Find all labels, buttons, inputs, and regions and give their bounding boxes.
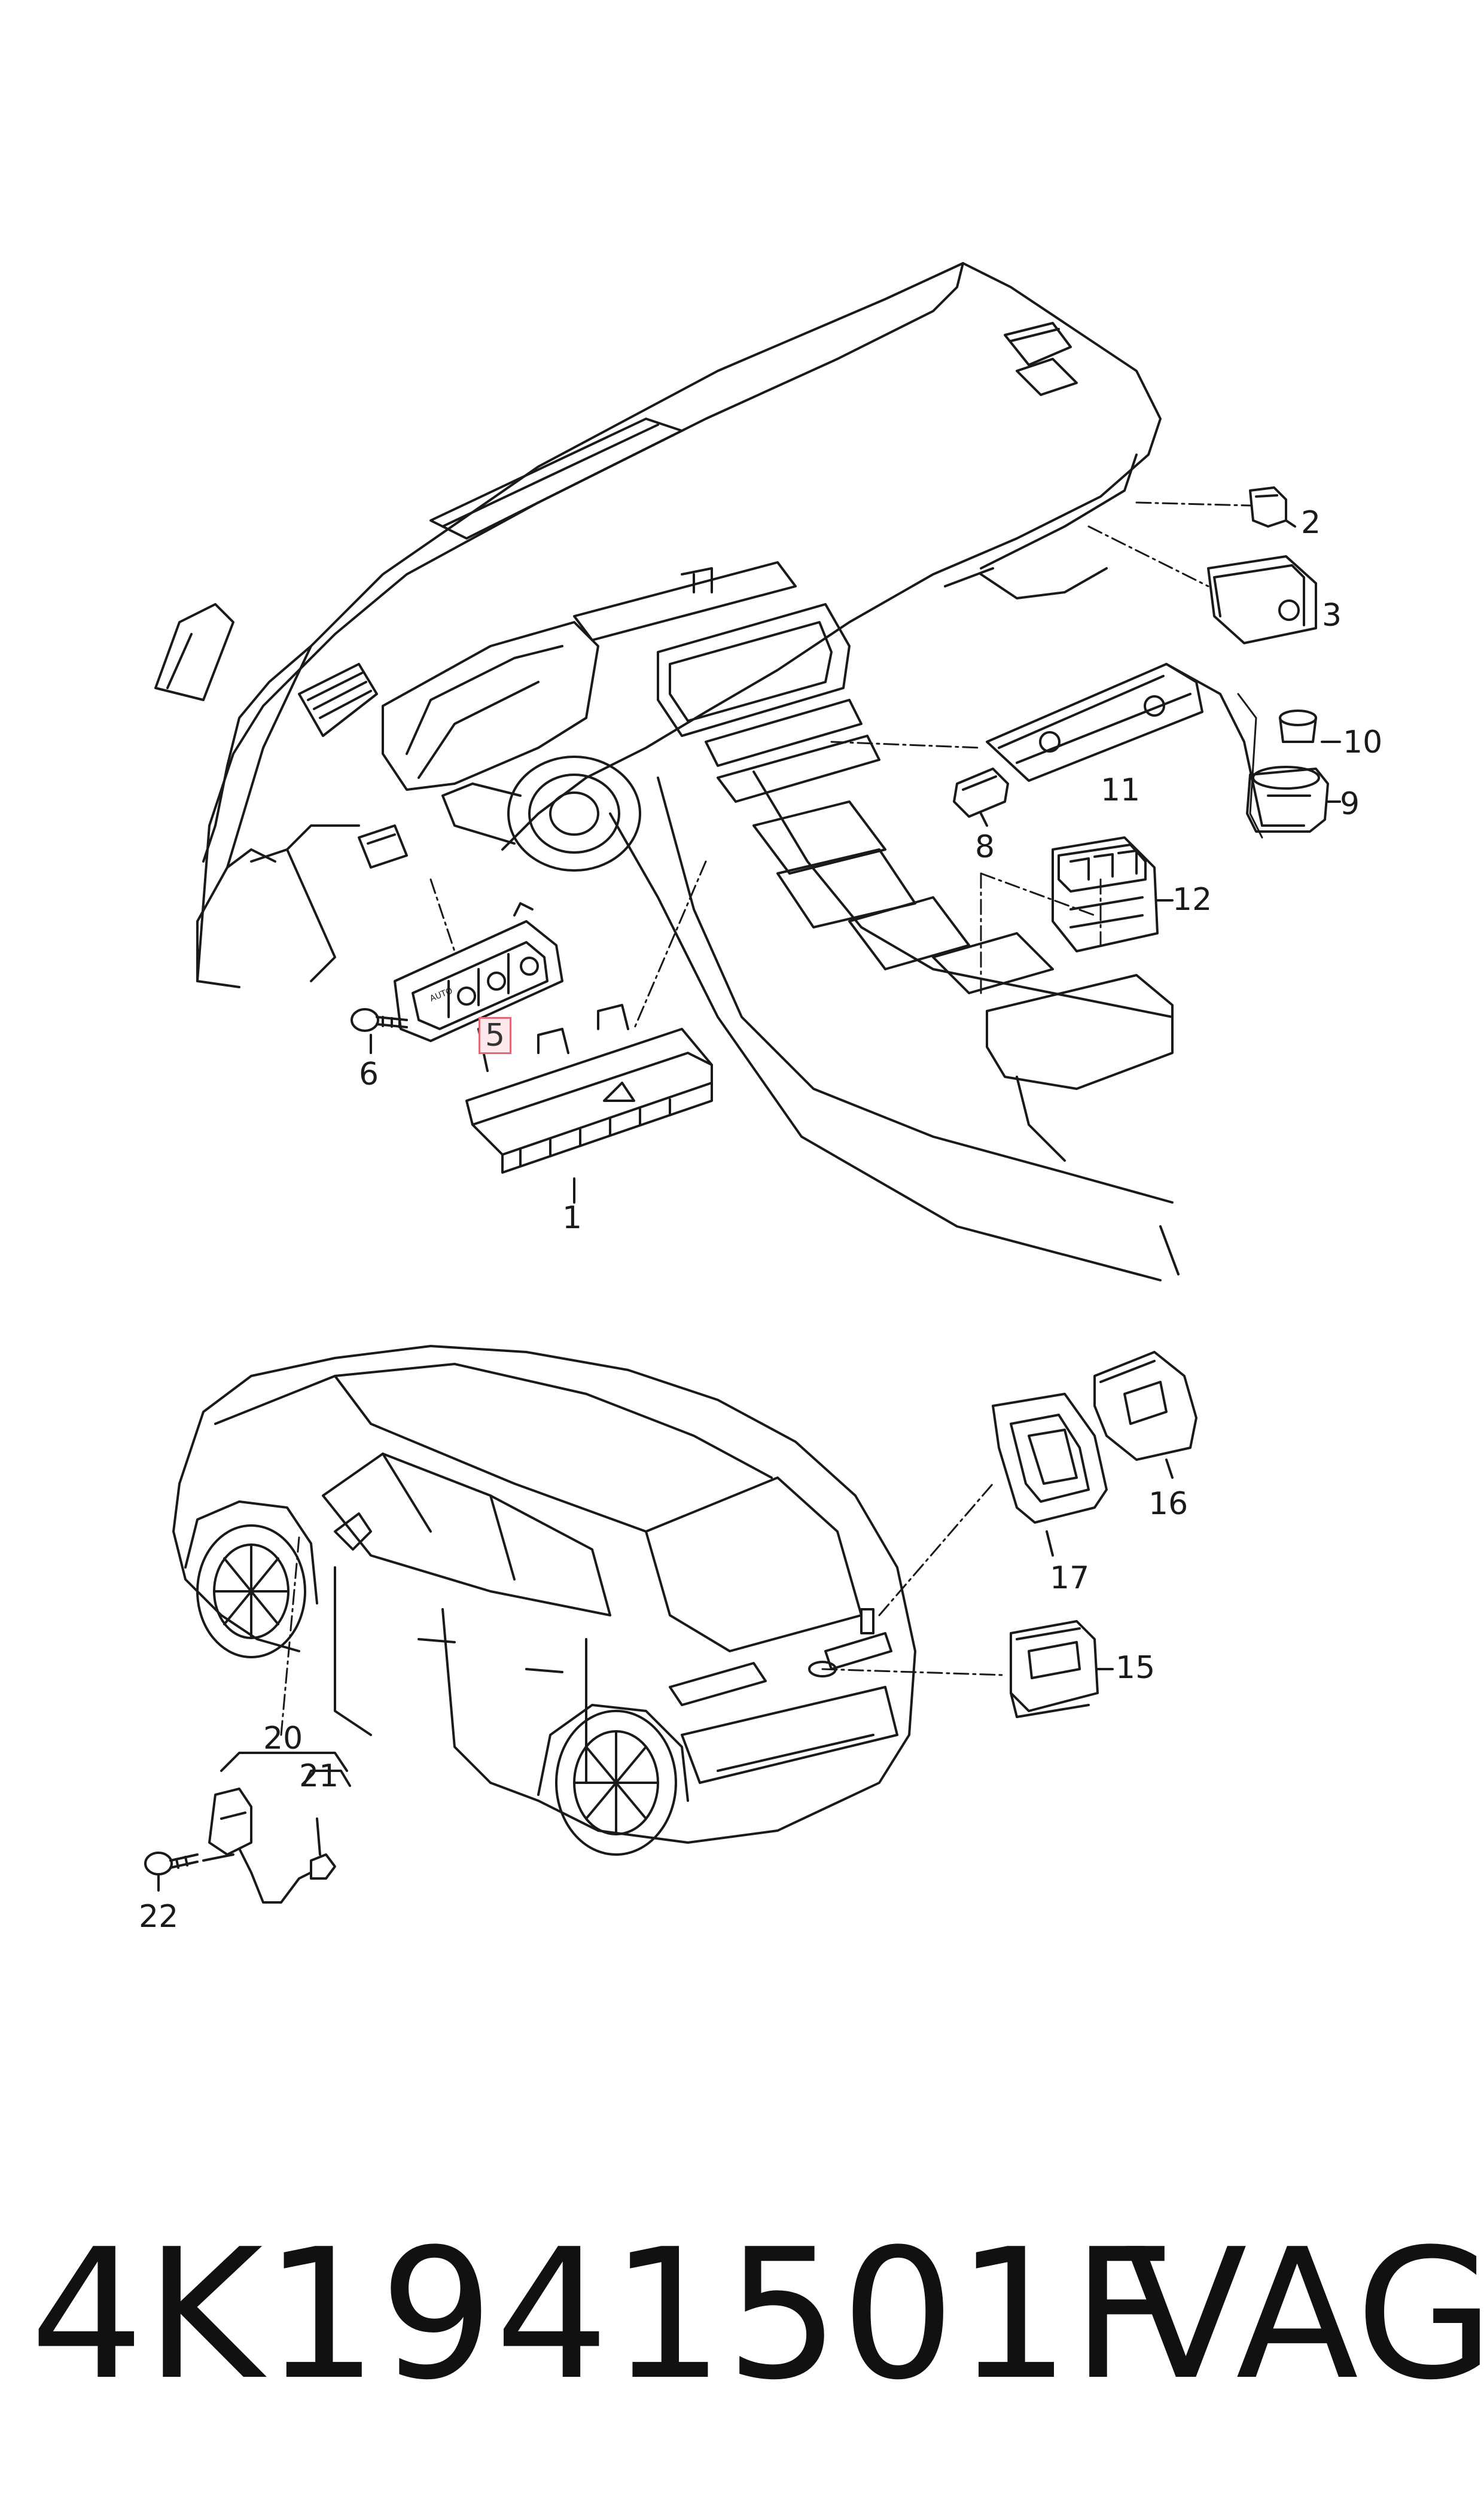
dashboard-leader-lines [429, 501, 1251, 1030]
brand-name: VAG [1125, 2211, 1484, 2419]
callout-15: 15 [1116, 1650, 1156, 1686]
callout-9: 9 [1340, 786, 1360, 822]
part-8-switch [953, 768, 1009, 827]
callout-1: 1 [562, 1200, 583, 1236]
part-21-camera-harness [208, 1788, 336, 1904]
part-9-rotary-switch [1246, 766, 1341, 833]
callout-20: 20 [263, 1721, 303, 1756]
callout-5: 5 [479, 1017, 512, 1054]
part-6-screw [351, 1008, 408, 1054]
callout-11: 11 [1101, 772, 1141, 808]
part-15-switch [1010, 1620, 1114, 1718]
part-3-switch [1207, 555, 1317, 644]
part-16-switch [1093, 1351, 1197, 1479]
part-22-screw [144, 1852, 234, 1892]
callout-2: 2 [1301, 505, 1321, 541]
callout-16: 16 [1148, 1486, 1189, 1522]
part-11-trim-panel [986, 663, 1263, 827]
part-17-tailgate-handle [992, 1393, 1108, 1557]
callout-6: 6 [359, 1056, 379, 1092]
part-12-switch-block [1052, 836, 1174, 952]
callout-17: 17 [1050, 1560, 1090, 1596]
car-leader-lines [280, 1482, 1006, 1736]
car-illustration [172, 1345, 916, 1856]
part-2-clip [1249, 486, 1296, 528]
part-number: 4K1941501F [30, 2211, 1177, 2419]
part-11-bracket [1237, 693, 1263, 839]
callout-10: 10 [1343, 724, 1383, 760]
callout-12: 12 [1172, 882, 1212, 918]
callout-3: 3 [1322, 598, 1342, 634]
callout-22: 22 [139, 1899, 179, 1935]
part-1-switch-panel [465, 1004, 713, 1204]
callout-21: 21 [299, 1758, 339, 1794]
callout-8: 8 [975, 829, 995, 865]
dashboard-illustration [154, 262, 1180, 1281]
part-20-21-bracket [220, 1752, 351, 1787]
part-10-knob [1279, 710, 1341, 743]
